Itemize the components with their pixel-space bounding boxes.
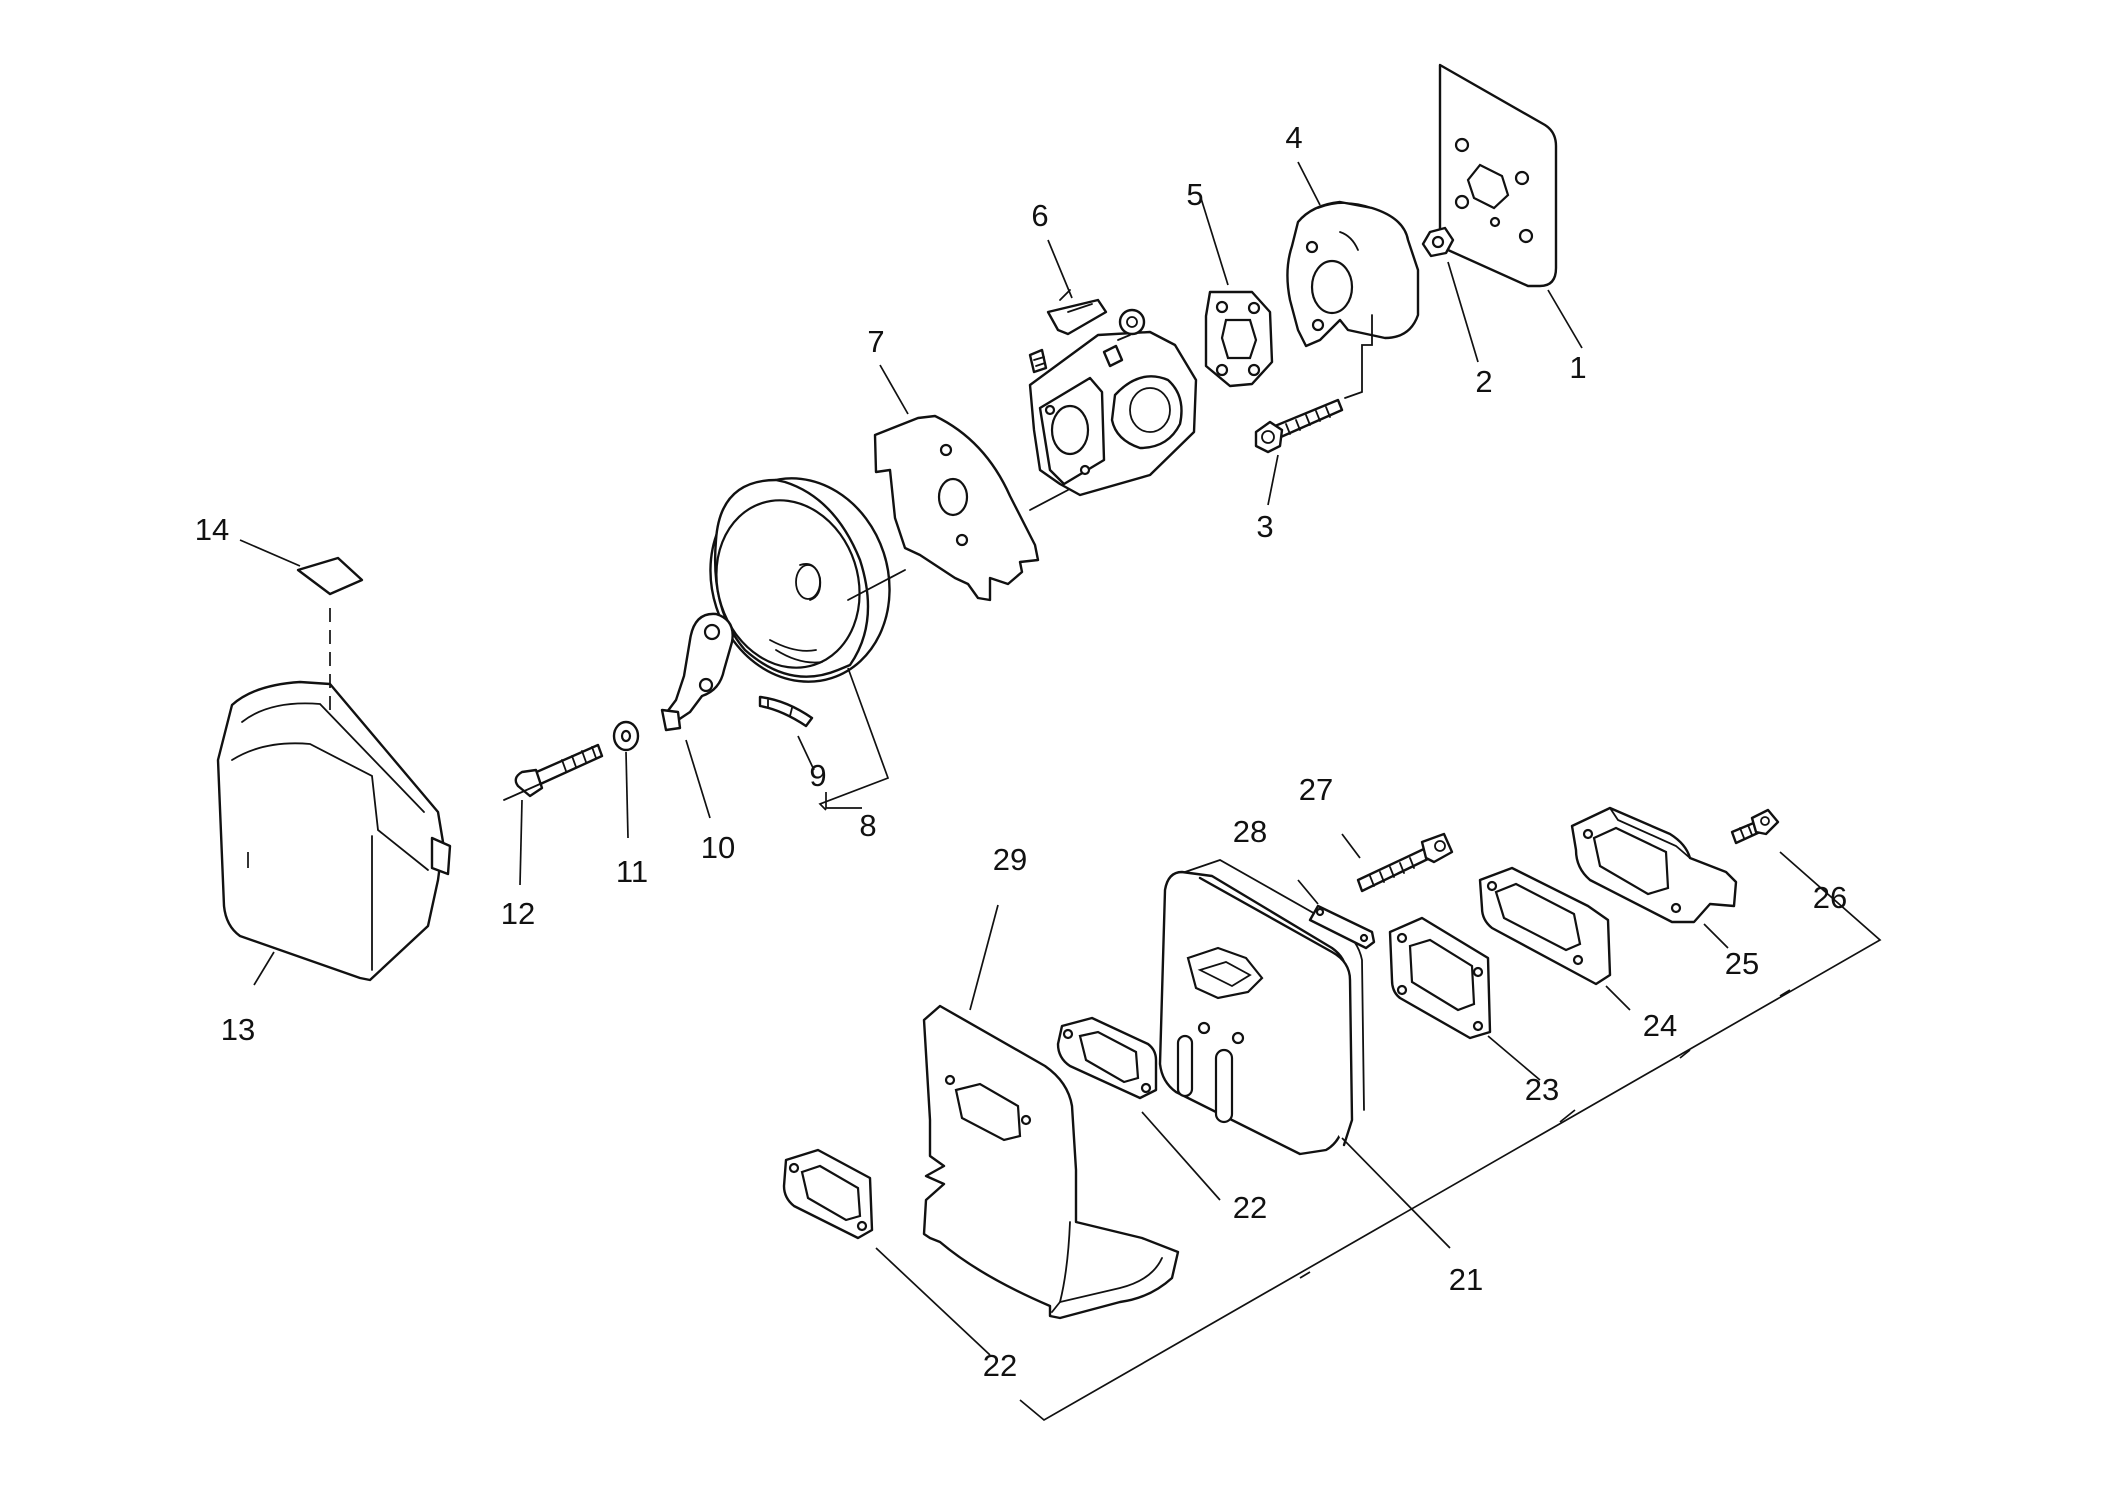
part-pulley-8 [709,477,906,683]
leader-lines [239,161,1882,1422]
callout-29: 29 [993,842,1027,877]
callout-3: 3 [1256,509,1273,544]
callout-7: 7 [867,324,884,359]
callout-6: 6 [1031,198,1048,233]
callout-28: 28 [1233,814,1267,849]
callout-23: 23 [1525,1072,1559,1107]
callout-labels: 1 2 3 4 5 6 7 8 9 10 11 12 13 14 21 22 2… [195,120,1847,1383]
callout-8: 8 [859,808,876,843]
callout-11: 11 [616,854,648,889]
callout-10: 10 [701,830,735,865]
callout-26: 26 [1813,880,1847,915]
part-pawl-10 [660,612,734,732]
part-clip-9 [758,695,814,728]
callout-13: 13 [221,1012,255,1047]
callout-22-upper: 22 [1233,1190,1267,1225]
part-label-14 [296,556,364,596]
part-gasket-22-lower [782,1148,874,1240]
part-carburetor-6 [1028,289,1198,511]
part-bolt-12 [503,743,604,801]
part-gasket-1 [1438,63,1558,288]
callout-14: 14 [195,512,229,547]
callout-5: 5 [1186,177,1203,212]
part-muffler-21 [1158,859,1365,1156]
part-plate-7 [873,414,1040,602]
callout-9: 9 [809,758,826,793]
callout-2: 2 [1475,364,1492,399]
callout-21: 21 [1449,1262,1483,1297]
part-screw-26 [1730,808,1780,845]
callout-1: 1 [1569,350,1586,385]
part-bolt-27 [1356,832,1454,893]
part-nut-2 [1421,226,1455,258]
part-guide-25 [1570,806,1738,924]
part-gasket-23 [1388,916,1492,1040]
part-plate-28 [1308,904,1376,950]
part-bracket-29 [922,1004,1180,1320]
part-insulator-4 [1286,200,1420,399]
part-gasket-24 [1478,866,1612,986]
callout-22-lower: 22 [983,1348,1017,1383]
callout-4: 4 [1285,120,1302,155]
part-screw-3 [1254,398,1344,454]
part-gasket-22-upper [1056,1016,1158,1100]
callout-12: 12 [501,896,535,931]
callout-25: 25 [1725,946,1759,981]
callout-27: 27 [1299,772,1333,807]
part-washer-11 [612,720,640,752]
callout-24: 24 [1643,1008,1677,1043]
part-cover-13 [216,680,452,982]
part-carb-gasket-5 [1204,290,1274,388]
